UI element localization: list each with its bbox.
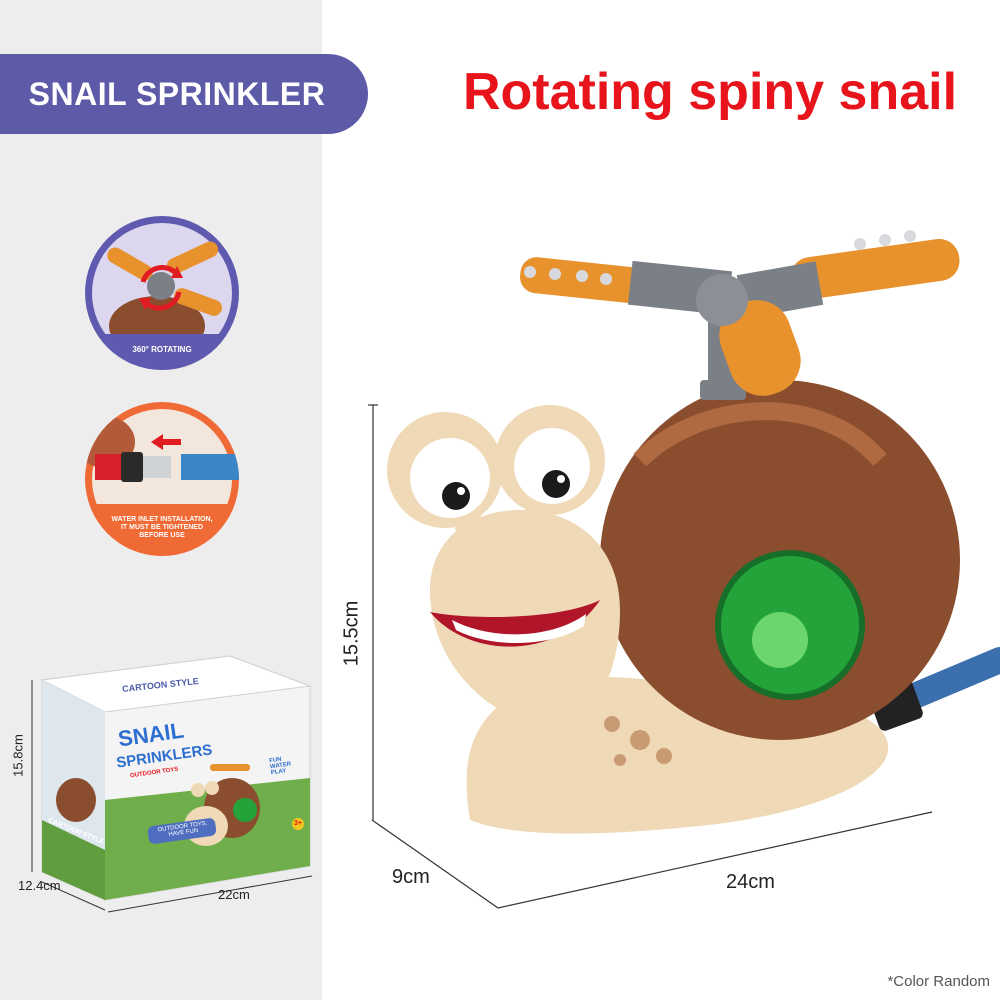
rotating-illustration [85,223,239,370]
arrow-left-icon [151,434,181,450]
water-inlet-illustration [85,409,239,556]
headline: Rotating spiny snail [462,63,958,121]
color-random-note: *Color Random [887,973,990,990]
feature-caption-rotating: 360° ROTATING [132,345,192,354]
product-title-banner: SNAIL SPRINKLER [0,54,368,134]
rotate-arrows-icon [139,265,183,311]
box-badge-bg [147,818,217,844]
box-age-badge: 3+ [292,818,304,830]
feature-rotating: 360° ROTATING [85,216,239,370]
sprinkler-arm-front [719,300,801,396]
sprinkler-arm-right [790,238,960,300]
hose [892,647,1000,713]
product-width-label: 24cm [726,871,775,893]
feature-water-inlet: WATER INLET INSTALLATION, IT MUST BE TIG… [85,402,239,556]
box-width-label: 22cm [218,887,250,902]
product-height-label: 15.5cm [340,600,363,667]
feature-caption-water-inlet: WATER INLET INSTALLATION, IT MUST BE TIG… [111,516,213,539]
product-depth-label: 9cm [392,866,430,888]
banner-title: SNAIL SPRINKLER [28,75,326,112]
box-depth-label: 12.4cm [18,878,61,893]
